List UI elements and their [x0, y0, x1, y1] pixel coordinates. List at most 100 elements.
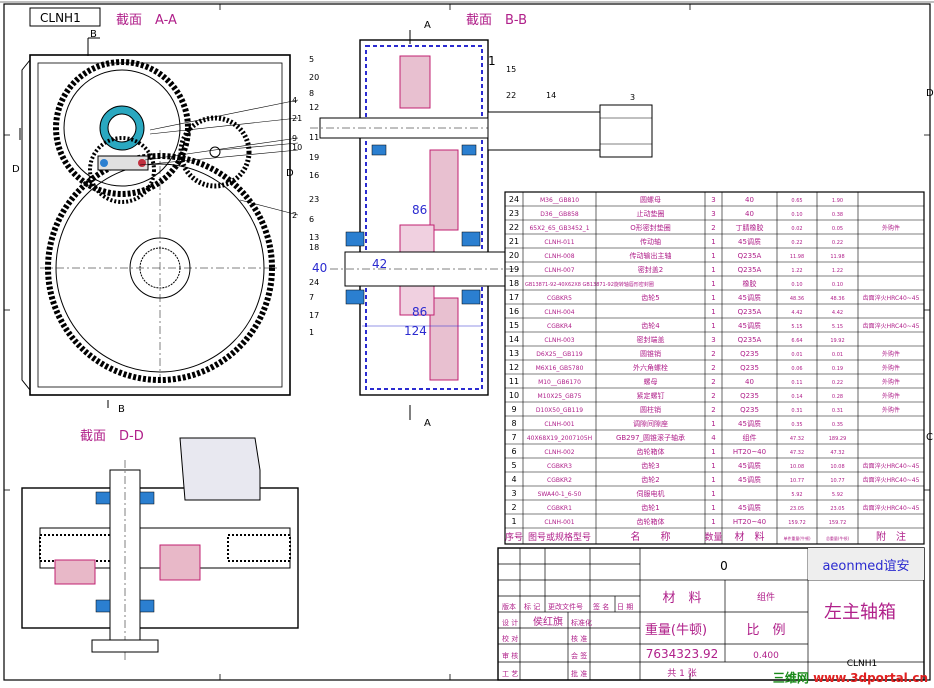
scale-label: 比 例: [746, 623, 785, 638]
bom-cell-mat: 橡胶: [743, 279, 757, 288]
bom-cell-note: 齿面淬火HRC40~45: [863, 504, 920, 512]
bom-cell-name: 传动轴: [640, 237, 661, 246]
bom-cell-w1: 10.77: [790, 478, 804, 484]
bom-header-w1: 单件重量(牛顿): [783, 535, 811, 541]
bom-cell-code: 40X68X19_2007105H: [527, 435, 592, 442]
bom-cell-code: GB13871-92-40X62X8 GB13871-92旋转轴唇形密封圈: [525, 281, 654, 288]
bom-cell-qty: 1: [711, 420, 715, 428]
bom-cell-name: 圆螺母: [640, 195, 661, 204]
bom-cell-code: 65X2_65_GB3452_1: [529, 225, 589, 232]
bom-cell-qty: 1: [711, 280, 715, 288]
bom-cell-note: 外购件: [882, 350, 900, 358]
bom-cell-no: 4: [511, 475, 516, 484]
bom-cell-w2: 1.90: [832, 198, 843, 204]
bom-cell-name: 齿轮1: [641, 503, 659, 512]
rev-version: 版本: [502, 602, 516, 611]
bom-cell-w1: 4.42: [791, 310, 802, 316]
rev-mark: 标 记: [524, 602, 540, 611]
svg-text:C: C: [926, 432, 933, 443]
small-gear: [178, 115, 252, 189]
section-aa-title: 截面 A-A: [116, 13, 177, 28]
bom-cell-w1: 0.10: [791, 282, 802, 288]
callout-24: 24: [309, 278, 319, 287]
bom-cell-qty: 1: [711, 294, 715, 302]
bom-cell-name: 密封盖2: [638, 265, 663, 274]
bom-cell-code: CLNH-008: [544, 253, 574, 260]
bom-cell-name: O形密封垫圈: [630, 223, 671, 232]
title-zero: 0: [720, 559, 728, 573]
bom-cell-w1: 5.15: [791, 324, 802, 330]
bom-cell-name: 密封端盖: [637, 335, 665, 344]
bom-cell-w1: 5.92: [791, 492, 802, 498]
bom-cell-mat: 45调质: [738, 237, 761, 246]
callout-4: 4: [292, 96, 297, 105]
bom-cell-note: 外购件: [882, 224, 900, 232]
bom-cell-no: 1: [511, 517, 516, 526]
bom-cell-qty: 2: [711, 224, 715, 232]
gearbox-housing-dd: [21, 487, 299, 629]
bom-cell-no: 5: [511, 461, 516, 470]
bom-cell-w2: 10.08: [830, 464, 844, 470]
callout-1-top: 1: [488, 54, 496, 68]
approve-label: 批 准: [571, 669, 587, 678]
callout-3: 3: [630, 93, 635, 102]
bom-cell-mat: Q235A: [738, 336, 762, 344]
bom-header-no: 序号: [505, 531, 523, 543]
dim-40: 40: [312, 261, 327, 275]
bom-cell-qty: 1: [711, 308, 715, 316]
bom-cell-w2: 48.36: [830, 296, 844, 302]
bom-cell-code: M6X16_GB5780: [536, 365, 584, 372]
bom-cell-w2: 4.42: [832, 310, 843, 316]
bom-cell-w2: 0.22: [832, 240, 843, 246]
bom-cell-mat: Q235: [740, 392, 759, 400]
bom-cell-no: 22: [509, 223, 519, 232]
bom-cell-w1: 47.32: [790, 450, 804, 456]
callout-1: 1: [309, 328, 314, 337]
bom-cell-qty: 2: [711, 350, 715, 358]
bom-cell-qty: 1: [711, 266, 715, 274]
bom-cell-code: CLNH-003: [544, 337, 574, 344]
bom-cell-code: CGBKR1: [547, 505, 572, 512]
callout-2: 2: [292, 211, 297, 220]
bom-cell-note: 齿面淬火HRC40~45: [863, 476, 920, 484]
bom-cell-qty: 1: [711, 504, 715, 512]
bom-header-mat: 材 料: [735, 530, 765, 543]
callout-6: 6: [309, 215, 314, 224]
bom-cell-mat: 40: [745, 378, 754, 386]
bom-cell-qty: 2: [711, 406, 715, 414]
bom-cell-no: 23: [509, 209, 519, 218]
bom-cell-no: 16: [509, 307, 519, 316]
bom-cell-code: CGBKR5: [547, 295, 572, 302]
bom-cell-w2: 0.19: [832, 366, 843, 372]
bom-cell-note: 外购件: [882, 364, 900, 372]
bom-cell-no: 13: [509, 349, 519, 358]
section-bb-view: 截面 B-B A A 86 40 42 86 124: [292, 13, 653, 429]
bom-cell-w1: 1.22: [791, 268, 802, 274]
bom-cell-code: CLNH-007: [544, 267, 574, 274]
bom-cell-mat: 45调质: [738, 293, 761, 302]
svg-text:D: D: [926, 88, 934, 99]
callout-12: 12: [309, 103, 319, 112]
bom-cell-code: SWA40-1_6-50: [538, 491, 582, 498]
countersign-label: 会 签: [571, 651, 587, 660]
watermark: 三维网 www.3dportal.cn: [773, 669, 928, 686]
bom-cell-w1: 11.98: [790, 254, 804, 260]
cut-marker-b-top: B: [90, 29, 97, 40]
bom-cell-mat: Q235: [740, 350, 759, 358]
check-label: 校 对: [502, 634, 518, 643]
bom-cell-no: 24: [509, 195, 519, 204]
bom-cell-name: 齿轮箱体: [637, 447, 665, 456]
bom-cell-mat: 45调质: [738, 461, 761, 470]
bom-cell-name: 齿轮箱体: [637, 517, 665, 526]
bom-cell-w1: 0.11: [791, 380, 802, 386]
bom-cell-qty: 4: [711, 434, 716, 442]
bom-cell-w1: 0.31: [791, 408, 802, 414]
corner-code: CLNH1: [40, 11, 81, 25]
bom-cell-qty: 1: [711, 476, 715, 484]
callout-22: 22: [506, 91, 516, 100]
bom-cell-name: 伺服电机: [637, 489, 665, 498]
cut-marker-d-left: D: [12, 164, 20, 175]
bom-cell-w2: 0.31: [832, 408, 843, 414]
bom-cell-name: GB297_圆锥滚子轴承: [616, 433, 685, 442]
